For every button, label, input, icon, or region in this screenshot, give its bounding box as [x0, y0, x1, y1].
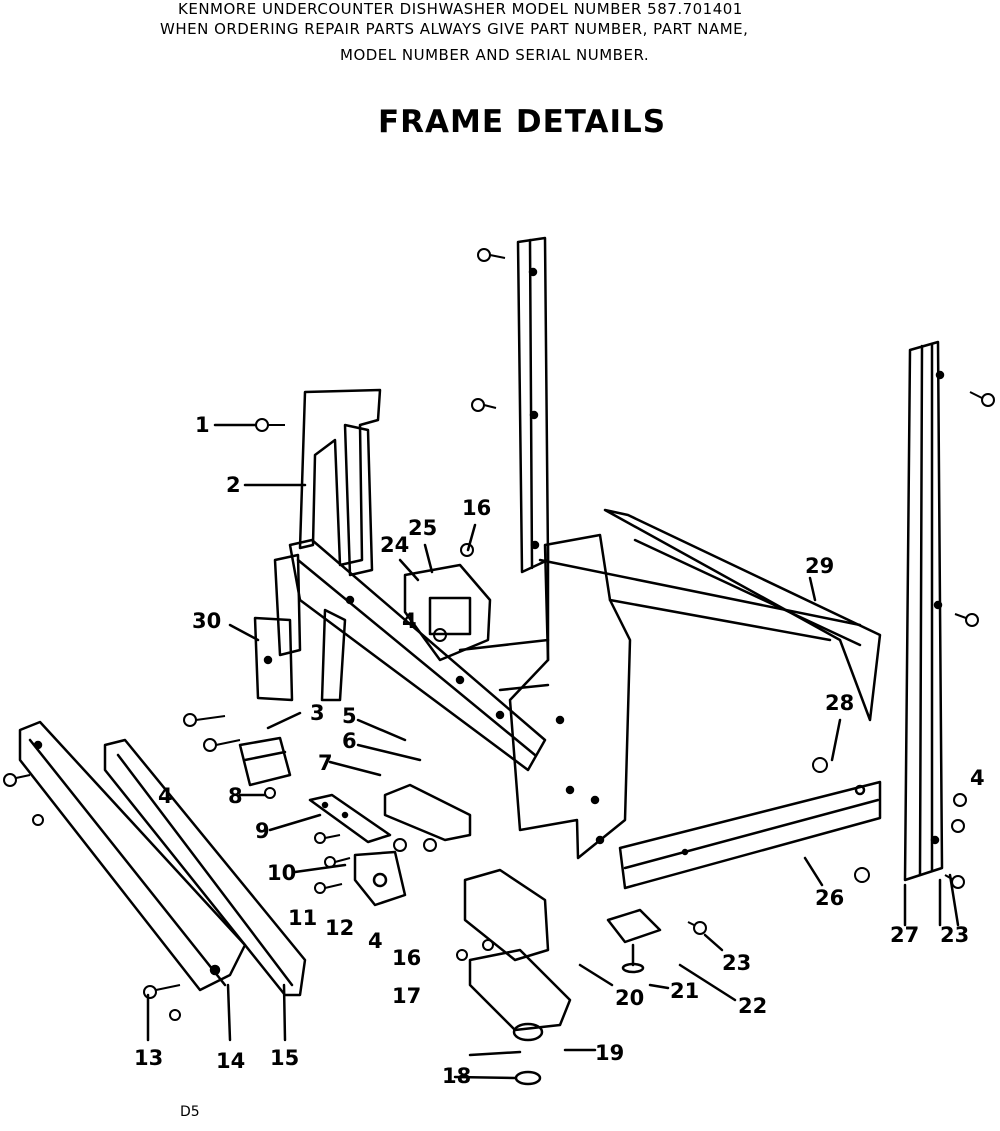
page-code: D5	[180, 1104, 200, 1120]
screw-icon	[255, 418, 285, 432]
header-line-model: KENMORE UNDERCOUNTER DISHWASHER MODEL NU…	[178, 0, 743, 18]
callout-4-mount: 4	[402, 609, 417, 633]
callout-11: 11	[288, 906, 317, 930]
screw-icon	[854, 867, 870, 883]
screw-icon	[456, 949, 468, 961]
callout-16-top: 16	[462, 496, 491, 520]
callout-5: 5	[342, 704, 357, 728]
callout-4-right: 4	[970, 766, 985, 790]
front-left-rail	[18, 720, 247, 992]
callout-26: 26	[815, 886, 844, 910]
catch-12	[353, 850, 407, 907]
screw-icon	[324, 856, 351, 868]
screw-icon	[687, 921, 707, 935]
screw-icon	[944, 874, 965, 889]
callout-13: 13	[134, 1046, 163, 1070]
callout-14: 14	[216, 1049, 245, 1073]
screw-icon	[969, 391, 995, 407]
bracket-2	[298, 388, 382, 577]
callout-4-lower: 4	[368, 929, 383, 953]
screw-icon	[314, 832, 341, 844]
screw-icon	[3, 773, 31, 787]
callout-3: 3	[310, 701, 325, 725]
screw-icon	[477, 248, 506, 262]
callout-22: 22	[738, 994, 767, 1018]
screw-icon	[471, 398, 497, 412]
callout-7: 7	[318, 751, 333, 775]
screw-icon	[32, 814, 44, 826]
screw-icon	[423, 838, 437, 852]
screw-icon	[203, 738, 241, 752]
callout-29: 29	[805, 554, 834, 578]
callout-19: 19	[595, 1041, 624, 1065]
screw-icon	[482, 939, 494, 951]
right-side-rail	[903, 340, 945, 882]
rear-vertical-rail	[516, 236, 550, 574]
screw-icon	[953, 793, 967, 807]
leveling-bracket	[463, 868, 572, 1086]
callout-4-left: 4	[158, 784, 173, 808]
screw-icon	[951, 819, 965, 833]
header-line-serial: MODEL NUMBER AND SERIAL NUMBER.	[340, 46, 650, 64]
callout-20: 20	[615, 986, 644, 1010]
screw-icon	[264, 787, 276, 799]
callout-23-right: 23	[940, 923, 969, 947]
page-title: FRAME DETAILS	[378, 104, 667, 140]
callout-15: 15	[270, 1046, 299, 1070]
mount-25	[403, 563, 492, 662]
bracket-3	[238, 736, 292, 787]
callout-30: 30	[192, 609, 221, 633]
tub-frame	[458, 508, 882, 860]
screw-icon	[143, 984, 181, 999]
callout-9: 9	[255, 819, 270, 843]
callout-6: 6	[342, 729, 357, 753]
callout-12: 12	[325, 916, 354, 940]
header-line-ordering: WHEN ORDERING REPAIR PARTS ALWAYS GIVE P…	[160, 20, 749, 38]
right-bottom-rail	[618, 780, 882, 890]
front-rail-15	[103, 738, 307, 997]
plate-9	[308, 793, 392, 844]
nut-icon	[812, 757, 828, 773]
callout-16-bottom: 16	[392, 946, 421, 970]
callout-8: 8	[228, 784, 243, 808]
callout-10: 10	[267, 861, 296, 885]
callout-28: 28	[825, 691, 854, 715]
callout-1: 1	[195, 413, 210, 437]
callout-17: 17	[392, 984, 421, 1008]
foot-22	[606, 908, 662, 974]
front-frame	[273, 538, 547, 772]
callout-2: 2	[226, 473, 241, 497]
screw-icon	[433, 628, 447, 642]
fasteners	[3, 248, 995, 1021]
plate-30	[253, 616, 294, 702]
screw-icon	[183, 713, 226, 727]
screw-icon	[460, 543, 474, 557]
callout-21: 21	[670, 979, 699, 1003]
screw-icon	[314, 882, 343, 894]
screw-icon	[393, 838, 407, 852]
screw-icon	[169, 1009, 181, 1021]
screw-icon	[954, 613, 979, 627]
bracket-7	[383, 783, 472, 842]
callout-24: 24	[380, 533, 409, 557]
callout-27: 27	[890, 923, 919, 947]
callout-18: 18	[442, 1064, 471, 1088]
callout-25: 25	[408, 516, 437, 540]
callout-23-center: 23	[722, 951, 751, 975]
